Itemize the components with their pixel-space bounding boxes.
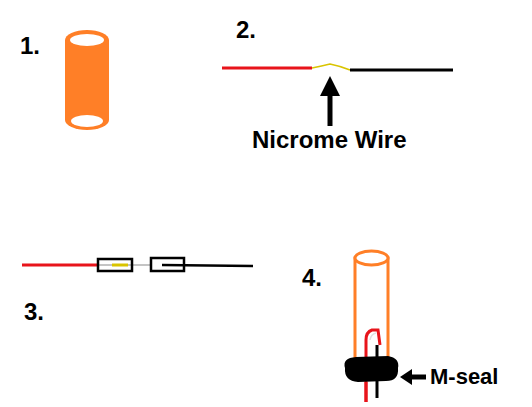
step-number: 2. [236, 18, 256, 42]
red-wire [222, 67, 312, 70]
tube-bottom-hole [71, 115, 103, 127]
arrow-head [320, 76, 340, 96]
red-wire [22, 264, 98, 267]
part-label: M-seal [430, 366, 498, 388]
step-number: 1. [20, 34, 40, 58]
red-wire-end [365, 382, 368, 402]
step-number: 4. [302, 266, 322, 290]
tube-bottom [65, 110, 109, 130]
tube-top-hole [70, 34, 104, 46]
step-number: 3. [24, 300, 44, 324]
assembled-heater [344, 251, 426, 402]
arrow-head [400, 369, 412, 385]
nichrome-joint [112, 264, 128, 267]
m-seal-blob [344, 356, 398, 382]
sleeved-wires [22, 258, 253, 271]
leader-arrow [328, 92, 333, 126]
tube-top [65, 30, 109, 50]
nichrome-wire [370, 333, 376, 340]
wire-assembly [222, 64, 453, 126]
nichrome-wire [312, 64, 350, 70]
part-label: Nicrome Wire [252, 128, 407, 152]
tube-body [355, 258, 388, 366]
black-wire [162, 265, 253, 266]
crimp-sleeve [98, 259, 132, 271]
tube-top [355, 251, 388, 265]
nichrome-wire [98, 264, 152, 266]
black-wire [350, 69, 453, 72]
orange-tube [65, 30, 109, 130]
tube-body [65, 40, 109, 120]
